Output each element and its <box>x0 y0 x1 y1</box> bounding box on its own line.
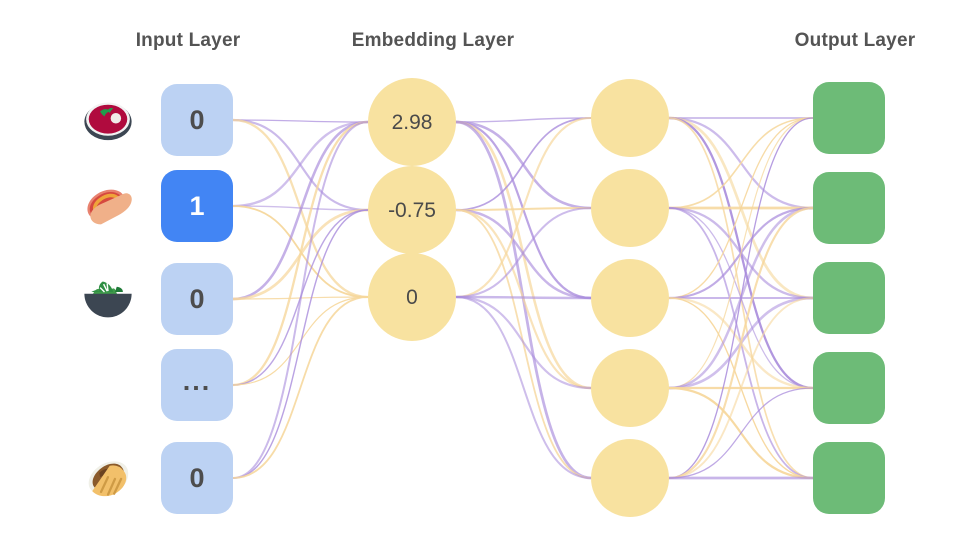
burrito-icon <box>80 450 136 506</box>
output-node-1[interactable] <box>813 172 885 244</box>
input-node-2[interactable]: 0 <box>161 263 233 335</box>
output-node-4[interactable] <box>813 442 885 514</box>
soup-bowl-icon <box>80 92 136 148</box>
hidden-node-0[interactable] <box>591 79 669 157</box>
embedding-node-1[interactable]: -0.75 <box>368 166 456 254</box>
embedding-node-0[interactable]: 2.98 <box>368 78 456 166</box>
input-node-value: 0 <box>189 283 205 314</box>
output-node-0[interactable] <box>813 82 885 154</box>
input-node-0[interactable]: 0 <box>161 84 233 156</box>
embedding-node-value: 0 <box>406 285 418 309</box>
output-node-2[interactable] <box>813 262 885 334</box>
edges-input-to-embedding <box>231 118 370 480</box>
input-node-4[interactable]: 0 <box>161 442 233 514</box>
input-node-1[interactable]: 1 <box>161 170 233 242</box>
input-node-value: ... <box>182 365 212 396</box>
input-node-value: 0 <box>189 462 205 493</box>
edges-embedding-to-hidden <box>454 116 593 480</box>
header-output-layer: Output Layer <box>794 30 916 51</box>
input-node-value: 0 <box>189 104 205 135</box>
edges-hidden-to-output <box>667 116 815 480</box>
embedding-node-value: -0.75 <box>388 198 436 222</box>
embedding-node-value: 2.98 <box>391 110 433 134</box>
hidden-node-3[interactable] <box>591 349 669 427</box>
hidden-node-2[interactable] <box>591 259 669 337</box>
input-node-3[interactable]: ... <box>161 349 233 421</box>
header-embedding-layer: Embedding Layer <box>351 30 515 51</box>
hidden-node-1[interactable] <box>591 169 669 247</box>
header-input-layer: Input Layer <box>135 30 241 51</box>
hidden-node-4[interactable] <box>591 439 669 517</box>
output-node-3[interactable] <box>813 352 885 424</box>
salad-bowl-icon <box>80 271 136 327</box>
embedding-node-2[interactable]: 0 <box>368 253 456 341</box>
hot-dog-icon <box>80 178 136 234</box>
input-node-value: 1 <box>189 190 205 221</box>
